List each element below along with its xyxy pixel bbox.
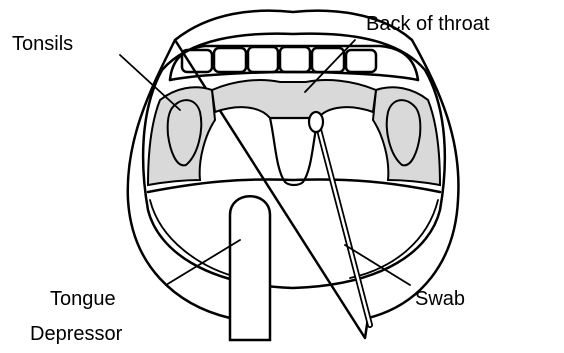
- label-swab: Swab: [415, 288, 465, 310]
- label-back-of-throat: Back of throat: [366, 13, 490, 35]
- tooth: [346, 50, 376, 72]
- tooth: [248, 47, 278, 72]
- upper-teeth: [170, 46, 418, 80]
- label-tonsils: Tonsils: [12, 33, 73, 55]
- swab-tip: [309, 112, 323, 132]
- tooth: [182, 50, 212, 72]
- tooth: [214, 48, 246, 72]
- tongue-depressor: [230, 196, 270, 340]
- tooth: [280, 47, 310, 72]
- tongue-edge: [150, 200, 438, 278]
- swab: [309, 112, 370, 325]
- soft-palate: [212, 80, 376, 118]
- label-depressor: Depressor: [30, 323, 123, 345]
- label-tongue: Tongue: [50, 288, 116, 310]
